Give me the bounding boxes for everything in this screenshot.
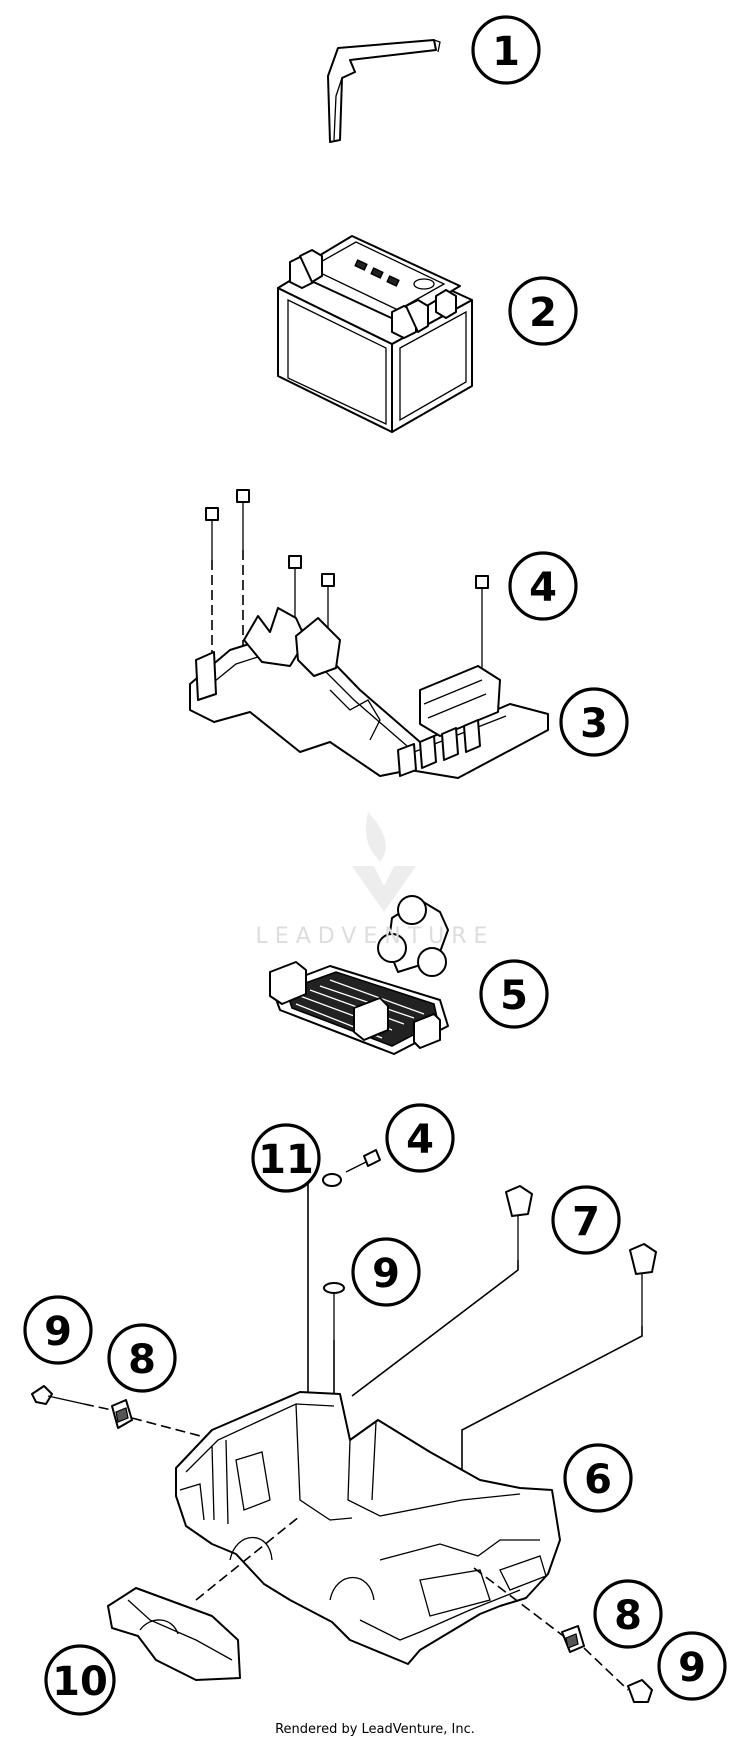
svg-text:9: 9: [372, 1251, 400, 1297]
svg-text:2: 2: [529, 290, 557, 336]
callout-6: 6: [563, 1443, 633, 1513]
svg-text:8: 8: [614, 1593, 642, 1639]
svg-text:9: 9: [678, 1645, 706, 1691]
leadventure-watermark-logo: [352, 812, 416, 912]
callout-4-upper: 4: [508, 551, 578, 621]
callout-2: 2: [508, 276, 578, 346]
svg-text:9: 9: [44, 1309, 72, 1355]
cover-part: [107, 1515, 301, 1681]
callout-9-right: 9: [657, 1631, 727, 1701]
battery-box-part: [175, 1391, 561, 1665]
svg-text:11: 11: [258, 1137, 314, 1183]
svg-text:10: 10: [52, 1659, 108, 1705]
callout-5: 5: [479, 959, 549, 1029]
svg-text:4: 4: [406, 1117, 434, 1163]
render-credit: Rendered by LeadVenture, Inc.: [275, 1722, 475, 1737]
callout-10: 10: [44, 1644, 116, 1716]
svg-text:8: 8: [128, 1337, 156, 1383]
svg-text:1: 1: [492, 29, 520, 75]
callout-9-mid: 9: [351, 1237, 421, 1307]
callout-7: 7: [551, 1185, 621, 1255]
svg-text:3: 3: [580, 701, 608, 747]
callout-8-right: 8: [593, 1579, 663, 1649]
fastener-left: [31, 1385, 209, 1439]
svg-text:5: 5: [500, 973, 528, 1019]
svg-text:6: 6: [584, 1457, 612, 1503]
callout-11: 11: [251, 1123, 321, 1193]
fastener-right: [473, 1567, 653, 1703]
battery-part: [277, 235, 473, 433]
battery-strap-part: [327, 39, 441, 143]
svg-text:4: 4: [529, 565, 557, 611]
fuse-box-part: [269, 895, 449, 1055]
callout-1: 1: [471, 15, 541, 85]
callout-8-left: 8: [107, 1323, 177, 1393]
leadventure-watermark-text: LEADVENTURE: [255, 924, 495, 949]
callout-4-lower: 4: [385, 1103, 455, 1173]
callout-3: 3: [559, 687, 629, 757]
callout-9-left: 9: [23, 1295, 93, 1365]
svg-text:7: 7: [572, 1199, 600, 1245]
battery-tray-part: [189, 607, 549, 779]
